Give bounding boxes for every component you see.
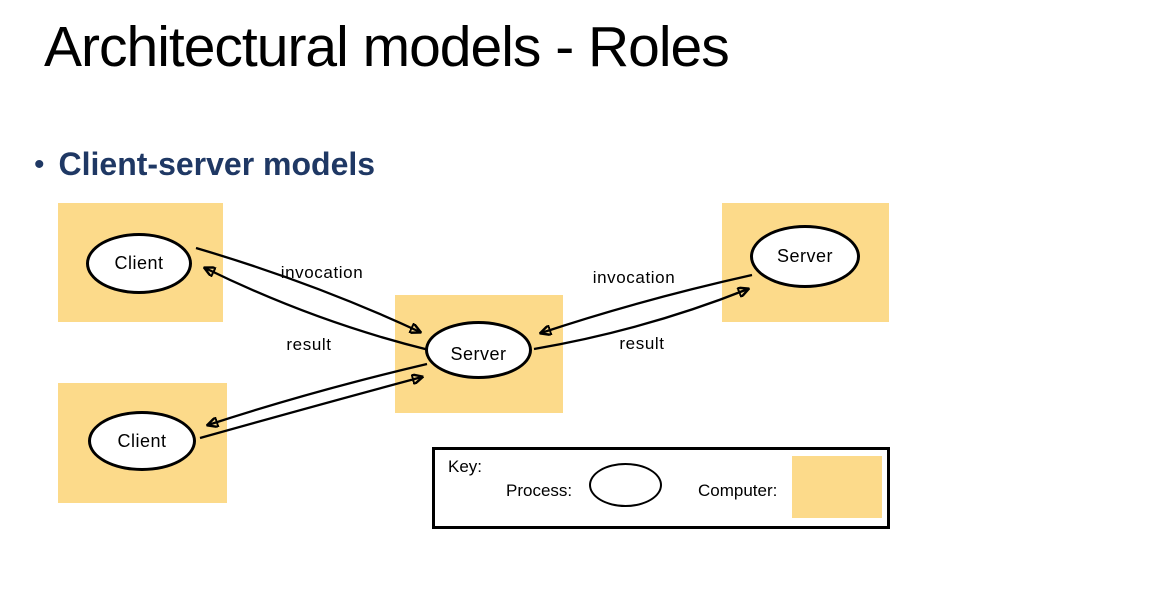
node-label: Server <box>450 344 507 364</box>
legend-process-ellipse-swatch <box>589 463 662 507</box>
arrow-invocation-client-bottom-to-server <box>199 377 422 440</box>
legend-box: Key: Process: Computer: <box>432 447 890 529</box>
process-node-client-top: Client <box>86 233 192 294</box>
bullet-marker: • <box>34 147 45 181</box>
legend-computer-color-swatch <box>792 456 882 518</box>
edge-label-result-right: result <box>619 334 665 353</box>
node-label: Client <box>117 430 167 451</box>
bullet-heading: Client-server models <box>58 146 376 182</box>
process-node-server-right: Server <box>750 225 860 288</box>
legend-heading: Key: <box>448 457 483 476</box>
process-node-server-center: Server <box>425 321 532 379</box>
legend-process-label: Process: <box>506 481 573 500</box>
legend-computer-label: Computer: <box>698 481 778 500</box>
bullet-item: • Client-server models <box>34 146 375 183</box>
edge-label-result-left: result <box>286 335 332 354</box>
edge-label-invocation-left: invocation <box>280 263 364 282</box>
edge-label-invocation-right: invocation <box>592 268 676 287</box>
node-label: Client <box>114 253 164 273</box>
node-label: Server <box>776 246 833 266</box>
page-title: Architectural models - Roles <box>44 15 730 79</box>
arrow-invocation-client-top-to-server <box>195 246 420 332</box>
process-node-client-bottom: Client <box>88 411 196 471</box>
